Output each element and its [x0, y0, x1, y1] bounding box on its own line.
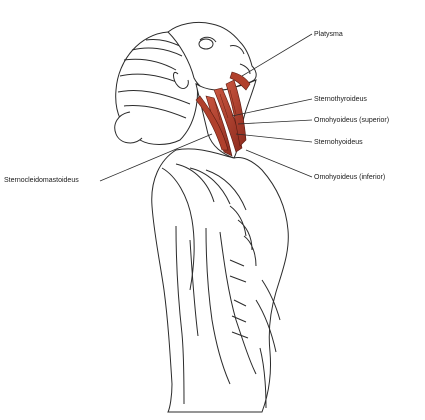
torso [151, 148, 289, 413]
leader-lines [99, 33, 313, 182]
neck-muscles [195, 71, 251, 157]
hair [114, 31, 198, 145]
label-omohyoideus-inferior: Omohyoideus (inferior) [314, 174, 386, 181]
label-sternohyoideus: Sternohyoideus [314, 139, 363, 146]
label-sternothyroideus: Sternothyroideus [314, 96, 367, 103]
label-sternocleidomastoideus: Sternocleidomastoideus [4, 177, 79, 184]
label-omohyoideus-superior: Omohyoideus (superior) [314, 117, 390, 124]
label-platysma: Platysma [314, 31, 343, 38]
